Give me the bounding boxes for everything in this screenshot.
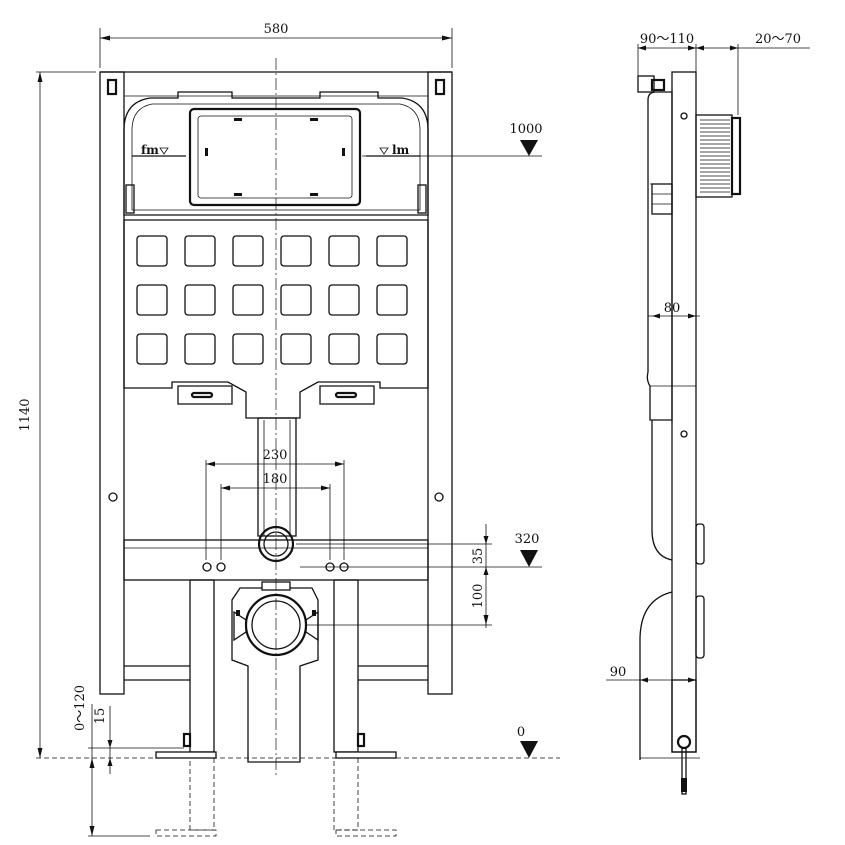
dim-outlet-offset: 100 <box>471 584 486 609</box>
flush-plate-opening <box>188 107 362 207</box>
side-dimensions: 90～110 20～70 80 90 <box>606 32 810 683</box>
outlet-bend <box>231 587 319 763</box>
front-dimensions: 580 1140 1000 320 0 230 180 35 100 <box>18 22 560 837</box>
side-flush-pipe <box>651 420 673 561</box>
dim-base-depth: 90 <box>610 665 627 680</box>
dim-bolt-spacing-outer: 230 <box>263 448 288 463</box>
front-view: fm lm <box>99 58 453 837</box>
dim-flush-plate-height: 1000 <box>509 122 542 137</box>
grid-windows <box>136 235 408 365</box>
side-view <box>637 71 742 795</box>
dim-total-height: 1140 <box>18 398 33 431</box>
dim-frame-depth: 80 <box>664 301 681 316</box>
dim-drain-height: 320 <box>515 532 540 547</box>
side-ribs <box>700 119 730 193</box>
dim-foot-min: 15 <box>93 708 108 725</box>
side-cistern <box>646 91 673 421</box>
dim-frame-width: 580 <box>264 22 289 37</box>
cistern-body <box>123 91 429 216</box>
dim-depth-range: 90～110 <box>640 32 694 47</box>
left-leg <box>189 579 215 753</box>
dim-foot-adjust: 0～120 <box>73 685 88 731</box>
right-frame-post <box>427 71 453 695</box>
flush-pipe <box>257 417 297 537</box>
water-level-label-right: lm <box>392 143 410 157</box>
water-level-label-left: fm <box>141 143 159 157</box>
left-frame-post <box>99 71 125 695</box>
dim-wall-range: 20～70 <box>755 32 801 47</box>
side-frame-post <box>671 71 697 753</box>
dim-floor-level: 0 <box>517 725 525 740</box>
right-leg <box>333 579 359 753</box>
dim-bolt-spacing-inner: 180 <box>263 472 288 487</box>
cistern-lower-body <box>123 219 429 419</box>
dim-bolt-offset: 35 <box>471 548 486 565</box>
